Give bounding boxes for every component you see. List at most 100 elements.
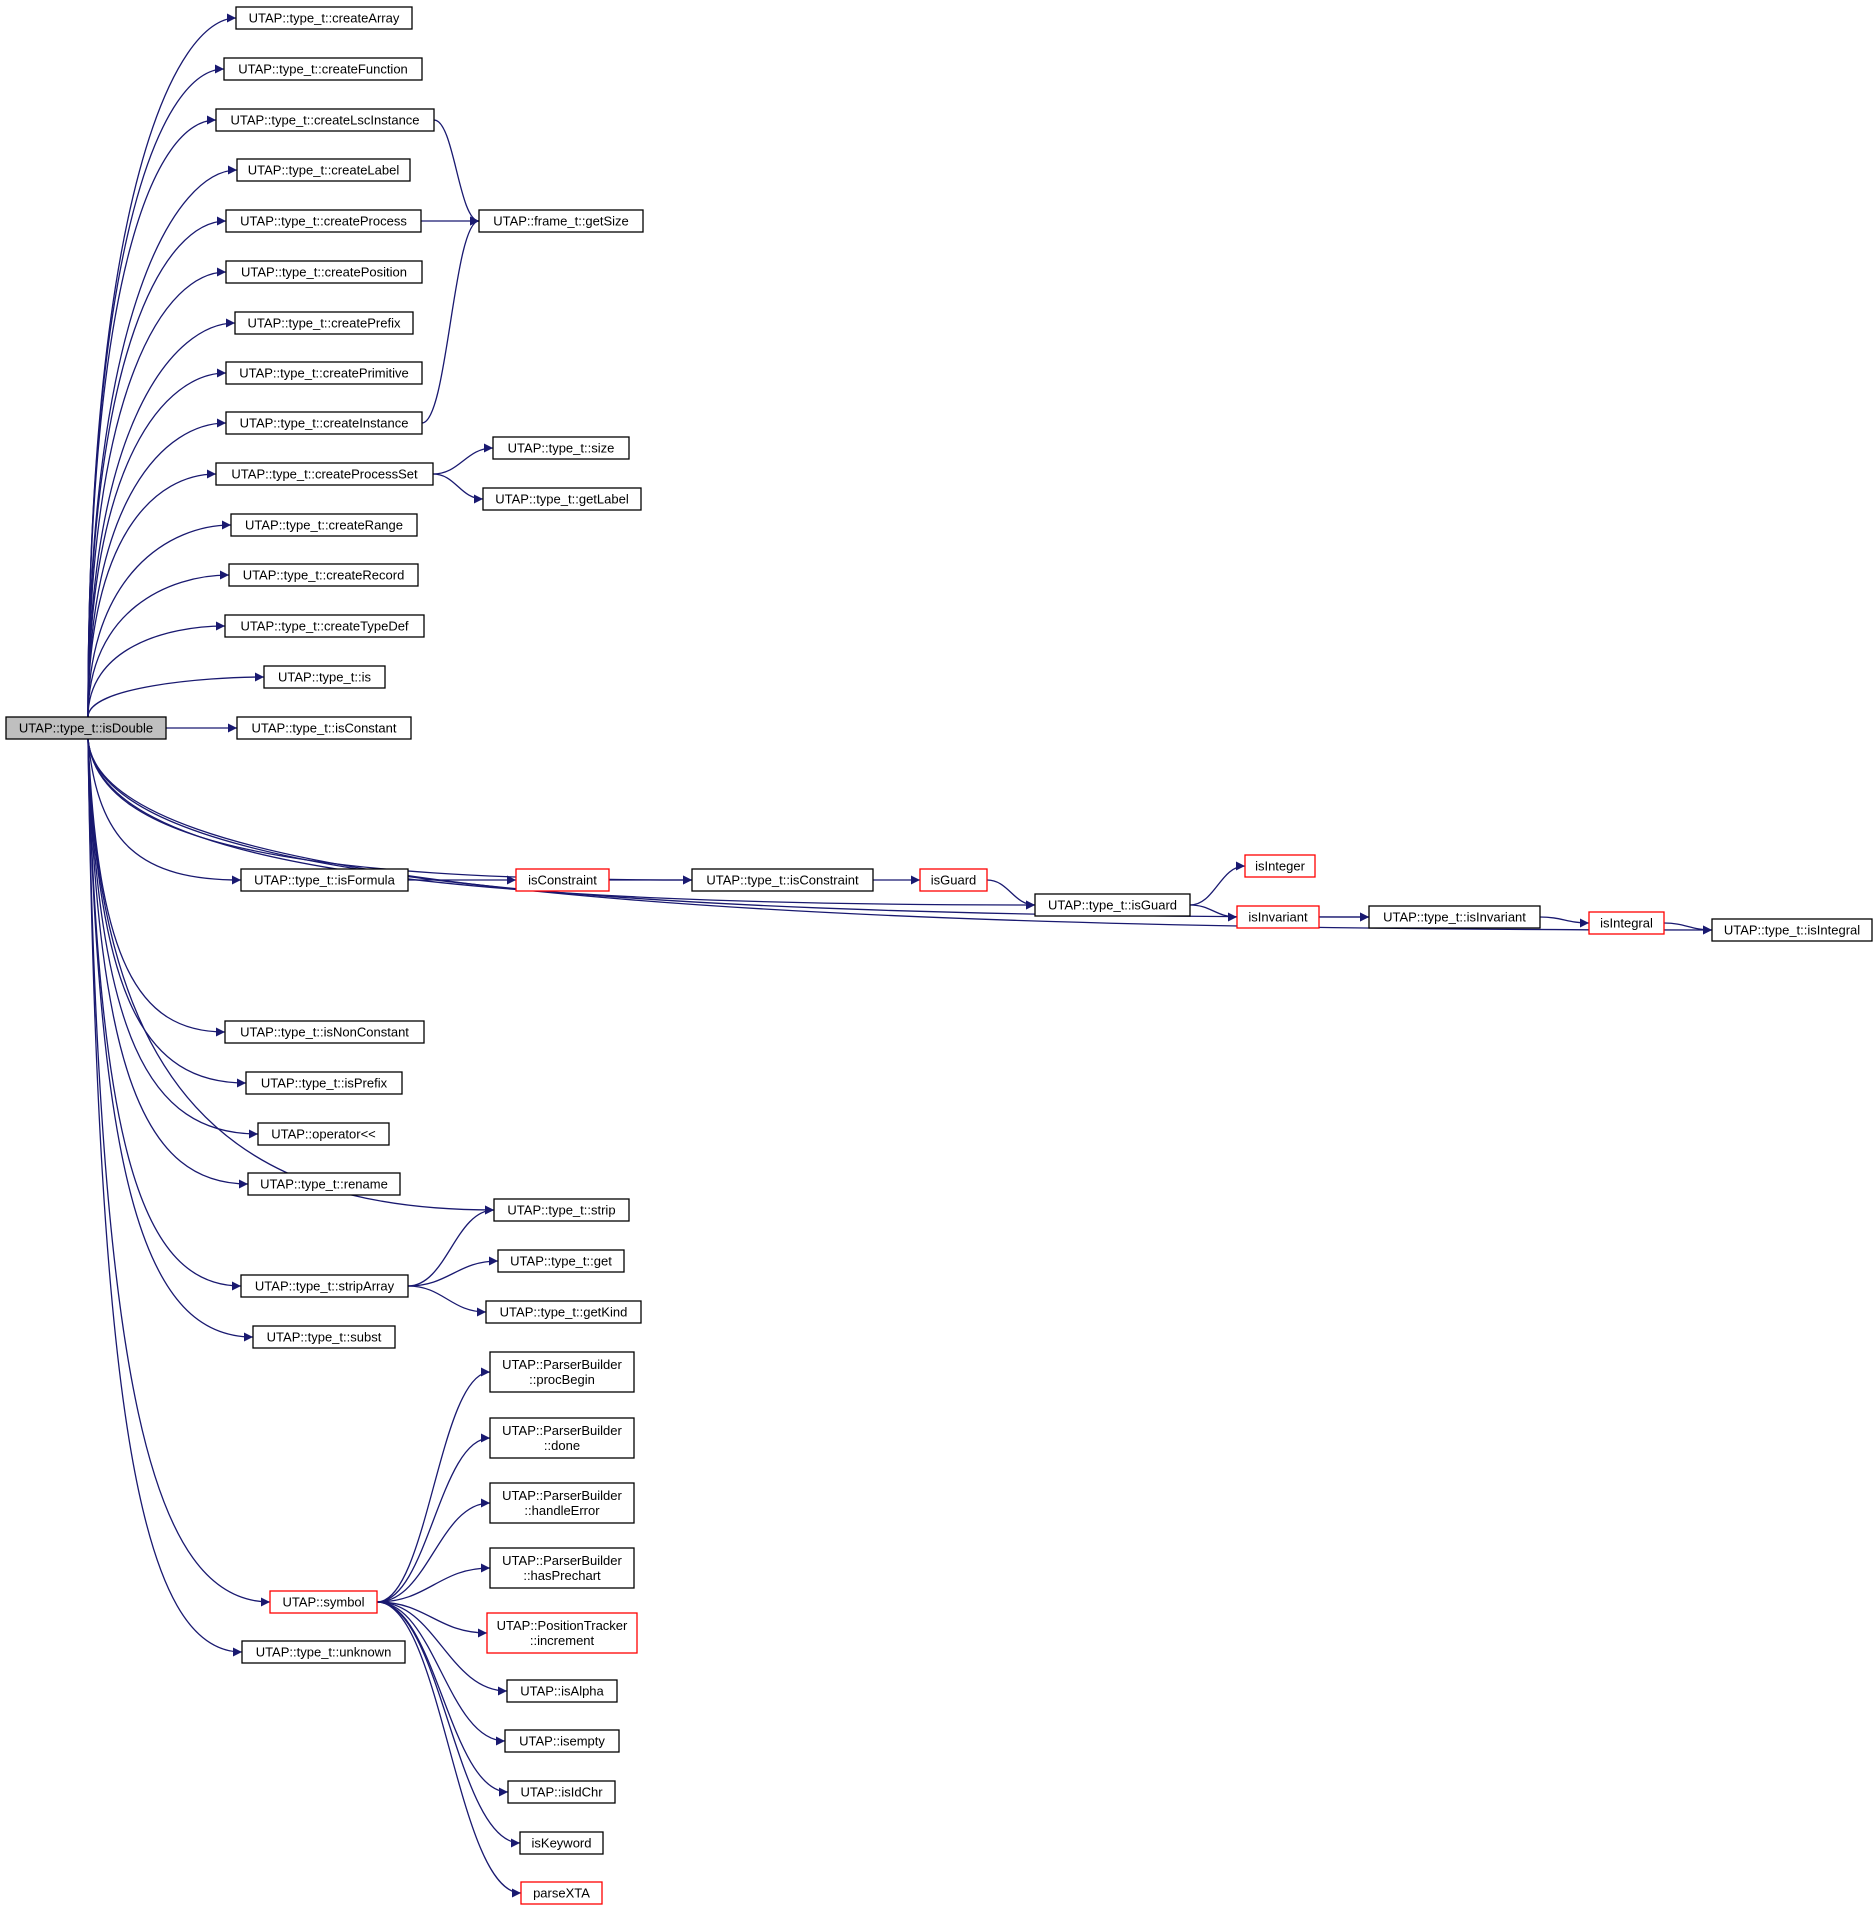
node-isConstant[interactable]: UTAP::type_t::isConstant — [236, 716, 412, 740]
node-isIntegral[interactable]: UTAP::type_t::isIntegral — [1711, 918, 1873, 942]
node-createTypeDef[interactable]: UTAP::type_t::createTypeDef — [224, 614, 425, 638]
node-isKeyword[interactable]: isKeyword — [519, 1831, 604, 1855]
node-createArray[interactable]: UTAP::type_t::createArray — [235, 6, 413, 30]
node-label: isGuard — [931, 873, 977, 888]
edge-isInvariant-to-isIntegralFree — [1539, 916, 1590, 928]
edge-root-to-isInvariant — [87, 738, 1370, 922]
node-label: UTAP::type_t::subst — [267, 1330, 382, 1345]
node-box — [492, 436, 630, 460]
node-box — [520, 1881, 603, 1905]
node-box — [486, 1612, 638, 1654]
node-increment[interactable]: UTAP::PositionTracker::increment — [486, 1612, 638, 1654]
node-createPrefix[interactable]: UTAP::type_t::createPrefix — [234, 311, 414, 335]
edge-symbol-to-done — [376, 1433, 491, 1603]
node-box — [225, 411, 423, 435]
edge-symbol-to-increment — [376, 1601, 488, 1638]
node-isFormula[interactable]: UTAP::type_t::isFormula — [240, 868, 409, 892]
node-box — [489, 1351, 635, 1393]
node-isIntegralFree[interactable]: isIntegral — [1588, 911, 1665, 935]
node-box — [241, 1640, 406, 1664]
node-symbol[interactable]: UTAP::symbol — [269, 1590, 378, 1614]
node-box — [919, 868, 988, 892]
edge-root-to-isNonConstant — [87, 738, 226, 1037]
node-label: isConstraint — [528, 873, 597, 888]
edge-root-to-createPosition — [87, 267, 227, 718]
edge-root-to-createRange — [87, 520, 232, 718]
node-box — [257, 1122, 390, 1146]
node-label: ::done — [544, 1438, 580, 1453]
node-createRange[interactable]: UTAP::type_t::createRange — [230, 513, 418, 537]
node-label: UTAP::type_t::createPrimitive — [239, 366, 409, 381]
edge-isGuardFree-to-isGuard — [986, 879, 1036, 910]
node-createPosition[interactable]: UTAP::type_t::createPosition — [225, 260, 423, 284]
node-box — [504, 1729, 620, 1753]
node-box — [485, 1300, 642, 1324]
node-operatorShift[interactable]: UTAP::operator<< — [257, 1122, 390, 1146]
node-isGuard[interactable]: UTAP::type_t::isGuard — [1034, 893, 1191, 917]
node-getLabel[interactable]: UTAP::type_t::getLabel — [482, 487, 642, 511]
node-getKind[interactable]: UTAP::type_t::getKind — [485, 1300, 642, 1324]
node-createProcessSet[interactable]: UTAP::type_t::createProcessSet — [215, 462, 434, 486]
node-box — [478, 209, 644, 233]
node-isInvariantFree[interactable]: isInvariant — [1236, 905, 1320, 929]
node-createRecord[interactable]: UTAP::type_t::createRecord — [228, 563, 419, 587]
node-parseXTA[interactable]: parseXTA — [520, 1881, 603, 1905]
edge-createLscInstance-to-getSize — [433, 119, 480, 226]
node-createProcess[interactable]: UTAP::type_t::createProcess — [225, 209, 422, 233]
node-isIdChr[interactable]: UTAP::isIdChr — [507, 1780, 616, 1804]
edge-root-to-isIntegral — [87, 738, 1713, 935]
edge-symbol-to-hasPrechart — [376, 1563, 491, 1603]
node-isInvariant[interactable]: UTAP::type_t::isInvariant — [1368, 905, 1541, 929]
node-isConstraint[interactable]: UTAP::type_t::isConstraint — [691, 868, 874, 892]
edge-stripArray-to-strip — [407, 1205, 495, 1287]
node-strip[interactable]: UTAP::type_t::strip — [493, 1198, 630, 1222]
node-isGuardFree[interactable]: isGuard — [919, 868, 988, 892]
node-label: UTAP::type_t::createFunction — [238, 62, 408, 77]
node-stripArray[interactable]: UTAP::type_t::stripArray — [240, 1274, 409, 1298]
edge-symbol-to-isempty — [376, 1601, 506, 1746]
node-createFunction[interactable]: UTAP::type_t::createFunction — [223, 57, 423, 81]
node-createLscInstance[interactable]: UTAP::type_t::createLscInstance — [215, 108, 435, 132]
node-subst[interactable]: UTAP::type_t::subst — [252, 1325, 396, 1349]
node-handleError[interactable]: UTAP::ParserBuilder::handleError — [489, 1482, 635, 1524]
node-getSize[interactable]: UTAP::frame_t::getSize — [478, 209, 644, 233]
node-label: UTAP::type_t::getKind — [500, 1305, 628, 1320]
node-isPrefix[interactable]: UTAP::type_t::isPrefix — [245, 1071, 403, 1095]
node-size[interactable]: UTAP::type_t::size — [492, 436, 630, 460]
node-label: UTAP::type_t::isDouble — [19, 721, 153, 736]
edge-root-to-unknown — [87, 738, 243, 1657]
node-label: UTAP::type_t::isIntegral — [1724, 923, 1860, 938]
node-hasPrechart[interactable]: UTAP::ParserBuilder::hasPrechart — [489, 1547, 635, 1589]
node-rename[interactable]: UTAP::type_t::rename — [247, 1172, 401, 1196]
node-isInteger[interactable]: isInteger — [1244, 854, 1316, 878]
node-get[interactable]: UTAP::type_t::get — [497, 1249, 625, 1273]
node-box — [1244, 854, 1316, 878]
node-done[interactable]: UTAP::ParserBuilder::done — [489, 1417, 635, 1459]
node-box — [1034, 893, 1191, 917]
node-isempty[interactable]: UTAP::isempty — [504, 1729, 620, 1753]
node-createLabel[interactable]: UTAP::type_t::createLabel — [236, 158, 411, 182]
node-isNonConstant[interactable]: UTAP::type_t::isNonConstant — [224, 1020, 425, 1044]
node-label: ::handleError — [524, 1503, 600, 1518]
node-box — [1368, 905, 1541, 929]
node-label: UTAP::frame_t::getSize — [493, 214, 629, 229]
node-box — [506, 1679, 618, 1703]
node-procBegin[interactable]: UTAP::ParserBuilder::procBegin — [489, 1351, 635, 1393]
node-box — [507, 1780, 616, 1804]
node-label: UTAP::type_t::isNonConstant — [240, 1025, 409, 1040]
node-createInstance[interactable]: UTAP::type_t::createInstance — [225, 411, 423, 435]
node-box — [234, 311, 414, 335]
node-isConstraintFree[interactable]: isConstraint — [515, 868, 610, 892]
node-box — [230, 513, 418, 537]
node-box — [489, 1482, 635, 1524]
node-label: UTAP::type_t::createProcess — [240, 214, 407, 229]
node-box — [240, 1274, 409, 1298]
node-unknown[interactable]: UTAP::type_t::unknown — [241, 1640, 406, 1664]
node-label: UTAP::type_t::createPosition — [241, 265, 407, 280]
node-label: ::hasPrechart — [523, 1568, 601, 1583]
node-isAlpha[interactable]: UTAP::isAlpha — [506, 1679, 618, 1703]
node-box — [236, 716, 412, 740]
node-createPrimitive[interactable]: UTAP::type_t::createPrimitive — [225, 361, 423, 385]
node-is[interactable]: UTAP::type_t::is — [263, 665, 386, 689]
